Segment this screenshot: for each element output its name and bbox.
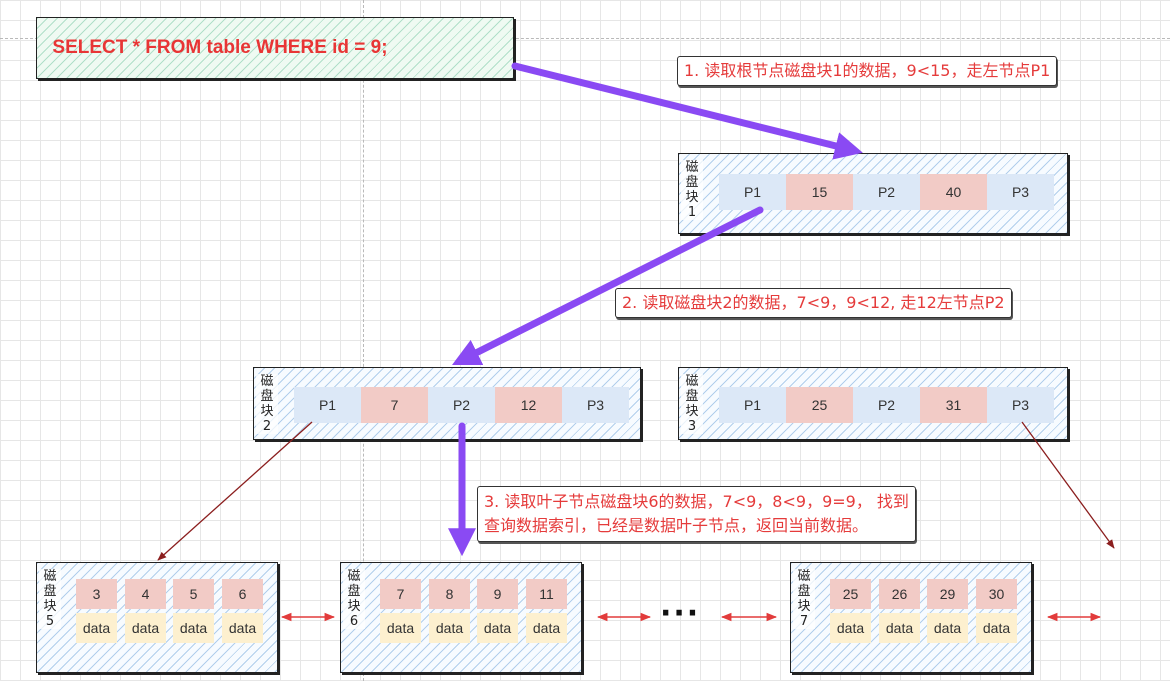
leaf-data-cell: data [477,613,518,643]
leaf-key-cell: 11 [526,579,567,609]
leaf-key-cell: 29 [927,579,968,609]
leaf-key-cell: 8 [429,579,470,609]
pointer-cell: P2 [428,387,495,423]
sql-query-text: SELECT * FROM table WHERE id = 9; [52,37,388,58]
pointer-cell: P1 [294,387,361,423]
child-arrow-to-block-5 [157,421,313,561]
leaf-data-cell: data [976,613,1017,643]
leaf-data-cell: data [76,613,117,643]
leaf-data-cell: data [380,613,421,643]
note-step-2: 2. 读取磁盘块2的数据，7<9，9<12, 走12左节点P2 [615,288,1012,318]
key-cell: 31 [920,387,987,423]
leaf-key-cell: 7 [380,579,421,609]
leaf-data-cell: data [173,613,214,643]
guide-line-horizontal [0,38,1170,39]
leaf-key-cell: 5 [173,579,214,609]
pointer-cell: P1 [719,174,786,210]
leaf-data-cell: data [879,613,920,643]
pointer-cell: P2 [853,387,920,423]
pointer-cell: P3 [987,387,1054,423]
leaf-key-cell: 3 [76,579,117,609]
key-cell: 40 [920,174,987,210]
note-step-2-text: 2. 读取磁盘块2的数据，7<9，9<12, 走12左节点P2 [622,293,1005,312]
leaf-key-cell: 9 [477,579,518,609]
leaf-key-cell: 25 [830,579,871,609]
leaf-key-cell: 6 [222,579,263,609]
sql-query-box: SELECT * FROM table WHERE id = 9; [36,17,514,79]
leaf-key-cell: 26 [879,579,920,609]
ellipsis: ··· [660,596,701,631]
key-cell: 12 [495,387,562,423]
pointer-cell: P2 [853,174,920,210]
note-step-1: 1. 读取根节点磁盘块1的数据，9<15，走左节点P1 [677,56,1058,86]
path-arrow-root [511,62,863,160]
pointer-cell: P3 [987,174,1054,210]
key-cell: 7 [361,387,428,423]
path-arrow-level2 [451,206,764,366]
leaf-data-cell: data [526,613,567,643]
leaf-data-cell: data [429,613,470,643]
guide-line-vertical [363,0,364,681]
leaf-key-cell: 4 [125,579,166,609]
key-cell: 25 [786,387,853,423]
note-step-3: 3. 读取叶子节点磁盘块6的数据，7<9，8<9，9=9， 找到 查询数据索引，… [477,486,916,542]
pointer-cell: P3 [562,387,629,423]
leaf-data-cell: data [222,613,263,643]
key-cell: 15 [786,174,853,210]
leaf-key-cell: 30 [976,579,1017,609]
note-step-3-line-2: 查询数据索引，已经是数据叶子节点，返回当前数据。 [484,516,869,535]
note-step-3-line-1: 3. 读取叶子节点磁盘块6的数据，7<9，8<9，9=9， 找到 [484,492,909,511]
note-step-1-text: 1. 读取根节点磁盘块1的数据，9<15，走左节点P1 [684,61,1051,80]
child-arrow-to-block-7 [1021,421,1115,549]
leaf-data-cell: data [830,613,871,643]
pointer-cell: P1 [719,387,786,423]
leaf-data-cell: data [927,613,968,643]
leaf-data-cell: data [125,613,166,643]
